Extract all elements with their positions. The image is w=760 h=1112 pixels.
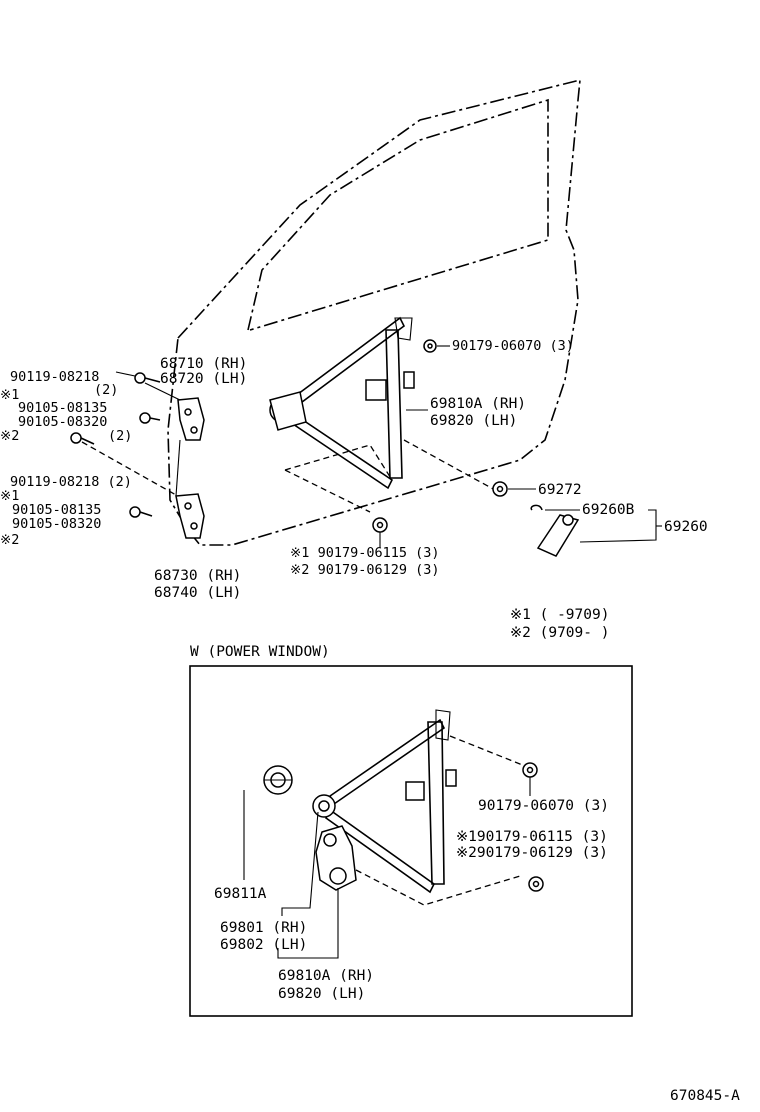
label-90105-b2: 90105-08320 <box>12 516 101 532</box>
motor-gear-icon <box>263 765 293 795</box>
label-qty-b: (2) <box>108 428 132 444</box>
leader-line <box>281 811 319 916</box>
label-pw-69801: 69801 (RH) <box>220 920 307 936</box>
label-pw-69810A: 69810A (RH) <box>278 968 374 984</box>
bolt-icon <box>70 372 161 518</box>
label-69810A: 69810A (RH) <box>430 396 526 412</box>
lower-hinge <box>175 493 205 539</box>
label-90105-a2: 90105-08320 <box>18 414 107 430</box>
power-window-box <box>189 665 633 1017</box>
label-68740: 68740 (LH) <box>154 585 241 601</box>
label-69260: 69260 <box>664 519 708 535</box>
manual-window-regulator <box>269 316 415 490</box>
window-crank-handle <box>530 504 580 557</box>
label-69820: 69820 (LH) <box>430 413 517 429</box>
upper-hinge <box>177 397 205 441</box>
label-90105-b1: 90105-08135 <box>12 502 101 518</box>
mounting-leader-lines-lower <box>355 735 526 906</box>
hinge-connector-line <box>175 439 181 497</box>
nut-icon <box>522 762 544 892</box>
label-69260B: 69260B <box>582 502 635 518</box>
diagram-code: 670845-A <box>670 1088 740 1104</box>
leader-line <box>144 382 181 401</box>
label-pw-90179-06129: ※290179-06129 (3) <box>456 845 608 861</box>
door-outline <box>167 78 581 546</box>
label-note2-b: ※2 <box>0 532 19 548</box>
legend-note1: ※1 ( -9709) <box>510 607 609 623</box>
label-90179-06129: ※2 90179-06129 (3) <box>290 562 439 578</box>
label-pw-90179-06070: 90179-06070 (3) <box>478 798 609 814</box>
label-68730: 68730 (RH) <box>154 568 241 584</box>
legend-note2: ※2 (9709- ) <box>510 625 609 641</box>
nut-icon <box>372 339 508 533</box>
label-note1-a: ※1 <box>0 387 19 403</box>
power-window-regulator <box>312 709 457 894</box>
label-pw-69802: 69802 (LH) <box>220 937 307 953</box>
label-68710: 68710 (RH) <box>160 356 247 372</box>
label-90179-06070: 90179-06070 (3) <box>452 338 574 354</box>
label-note1-b: ※1 <box>0 488 19 504</box>
power-window-labels: 90179-06070 (3) ※190179-06115 (3) ※29017… <box>214 798 609 1002</box>
label-pw-69811A: 69811A <box>214 886 267 902</box>
label-90105-a1: 90105-08135 <box>18 400 107 416</box>
mounting-leader-lines-upper <box>81 439 496 513</box>
leader-line <box>115 371 136 377</box>
label-90119-b: 90119-08218 (2) <box>10 474 132 490</box>
motor-assembly <box>315 825 357 891</box>
label-pw-69820: 69820 (LH) <box>278 986 365 1002</box>
label-68720: 68720 (LH) <box>160 371 247 387</box>
label-90119-a: 90119-08218 <box>10 369 99 385</box>
label-90179-06115: ※1 90179-06115 (3) <box>290 545 439 561</box>
power-window-title: W (POWER WINDOW) <box>190 644 330 660</box>
label-note2-a: ※2 <box>0 428 19 444</box>
label-69272: 69272 <box>538 482 582 498</box>
label-qty-a: (2) <box>94 382 118 398</box>
upper-labels: 68710 (RH) 68720 (LH) 90119-08218 (2) ※1… <box>0 338 708 641</box>
leader-line <box>579 509 657 543</box>
leader-line <box>277 888 339 959</box>
label-pw-90179-06115: ※190179-06115 (3) <box>456 829 608 845</box>
